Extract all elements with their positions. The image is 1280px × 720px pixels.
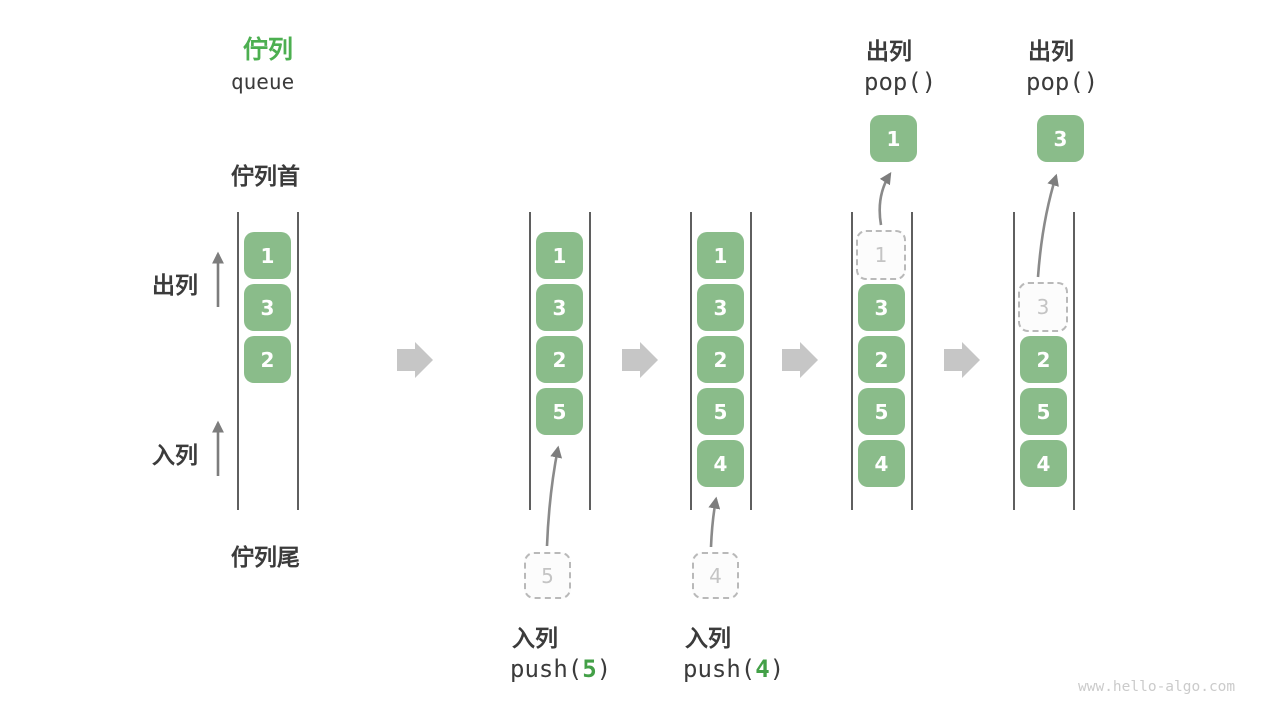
queue-front-label: 佇列首 [231, 163, 300, 189]
queue2-left-rail [529, 212, 531, 510]
queue5-popped-ghost-cell: 3 [1018, 282, 1068, 332]
queue2-cell: 5 [536, 388, 583, 435]
queue3-enqueue-code: push(4) [683, 655, 784, 683]
queue4-pop-label: 出列 [866, 38, 912, 64]
queue4-cell: 3 [858, 284, 905, 331]
queue1-cell: 1 [244, 232, 291, 279]
enqueue-side-label: 入列 [152, 442, 198, 468]
queue3-cell: 2 [697, 336, 744, 383]
queue1-cell: 3 [244, 284, 291, 331]
queue5-popped-value-cell: 3 [1037, 115, 1084, 162]
queue5-cell: 2 [1020, 336, 1067, 383]
queue2-right-rail [589, 212, 591, 510]
diagram-title-en: queue [231, 70, 295, 94]
queue4-cell: 5 [858, 388, 905, 435]
queue3-cell: 4 [697, 440, 744, 487]
queue3-enqueue-ghost-cell: 4 [692, 552, 739, 599]
queue4-pop-arrow-icon [878, 171, 892, 226]
queue5-cell: 4 [1020, 440, 1067, 487]
queue3-enqueue-label: 入列 [685, 625, 731, 651]
state-transition-arrow-icon [397, 342, 433, 378]
queue5-cell: 5 [1020, 388, 1067, 435]
queue3-right-rail [750, 212, 752, 510]
queue3-cell: 1 [697, 232, 744, 279]
queue4-left-rail [851, 212, 853, 510]
queue2-enqueue-label: 入列 [512, 625, 558, 651]
queue3-cell: 5 [697, 388, 744, 435]
state-transition-arrow-icon [622, 342, 658, 378]
queue4-popped-ghost-cell: 1 [856, 230, 906, 280]
queue3-left-rail [690, 212, 692, 510]
dequeue-side-label: 出列 [152, 272, 198, 298]
queue4-cell: 4 [858, 440, 905, 487]
watermark: www.hello-algo.com [1078, 679, 1236, 695]
queue4-right-rail [911, 212, 913, 510]
code-arg: 4 [755, 655, 770, 683]
queue3-cell: 3 [697, 284, 744, 331]
queue2-cell: 3 [536, 284, 583, 331]
queue1-right-rail [297, 212, 299, 510]
code-arg: 5 [582, 655, 597, 683]
code-open: push( [683, 655, 756, 683]
queue3-push-arrow-icon [708, 496, 721, 548]
queue5-right-rail [1073, 212, 1075, 510]
queue5-left-rail [1013, 212, 1015, 510]
queue1-cell: 2 [244, 336, 291, 383]
queue4-popped-value-cell: 1 [870, 115, 917, 162]
diagram-title-zh: 佇列 [243, 36, 294, 64]
queue2-cell: 1 [536, 232, 583, 279]
code-close: ) [769, 655, 785, 683]
queue2-enqueue-code: push(5) [510, 655, 611, 683]
state-transition-arrow-icon [944, 342, 980, 378]
queue4-cell: 2 [858, 336, 905, 383]
queue5-pop-arrow-icon [1036, 173, 1059, 278]
state-transition-arrow-icon [782, 342, 818, 378]
queue1-left-rail [237, 212, 239, 510]
queue2-push-arrow-icon [545, 445, 563, 547]
queue2-enqueue-ghost-cell: 5 [524, 552, 571, 599]
queue4-pop-code: pop() [864, 68, 937, 96]
queue5-pop-label: 出列 [1028, 38, 1074, 64]
code-open: push( [510, 655, 583, 683]
queue-rear-label: 佇列尾 [231, 544, 300, 570]
code-close: ) [596, 655, 612, 683]
queue5-pop-code: pop() [1026, 68, 1099, 96]
queue2-cell: 2 [536, 336, 583, 383]
